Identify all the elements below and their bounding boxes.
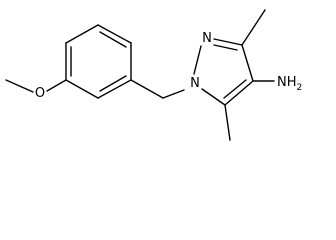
methoxy-oxygen-label: O (35, 86, 45, 101)
amine-nh-text: NH (277, 75, 297, 90)
benzene-bond-4 (65, 79, 99, 99)
c4-c5-double-outer (224, 80, 254, 106)
structure-diagram: O N N NH2 (5, 9, 302, 141)
methoxy-ring-o-bond (46, 79, 67, 92)
c3-methyl-bond (241, 9, 266, 46)
benzene-double-inner-1 (99, 31, 127, 48)
ch2-n1-bond (162, 89, 185, 99)
ring-ch2-bond (130, 79, 164, 99)
n2-c3-double-outer (213, 38, 243, 46)
benzene-double-inner-2 (99, 75, 127, 92)
atom-labels: O N N NH2 (35, 31, 302, 101)
amine-label: NH2 (277, 75, 302, 93)
bonds (5, 9, 275, 141)
benzene-bond-1 (97, 24, 132, 44)
benzene-bond-3 (97, 79, 132, 99)
c5-methyl-bond (224, 104, 231, 141)
amine-subscript-text: 2 (297, 83, 303, 93)
methoxy-o-methyl-bond (5, 79, 34, 93)
c4-c5-double-inner (223, 79, 247, 99)
n2-c3-double-inner (213, 44, 238, 51)
pyrazole-n2-label: N (202, 31, 212, 46)
benzene-bond-6 (65, 24, 99, 44)
c5-n1-bond (201, 88, 226, 106)
c3-c4-bond (241, 44, 254, 82)
n1-n2-bond (193, 45, 202, 75)
pyrazole-n1-label: N (190, 76, 200, 91)
